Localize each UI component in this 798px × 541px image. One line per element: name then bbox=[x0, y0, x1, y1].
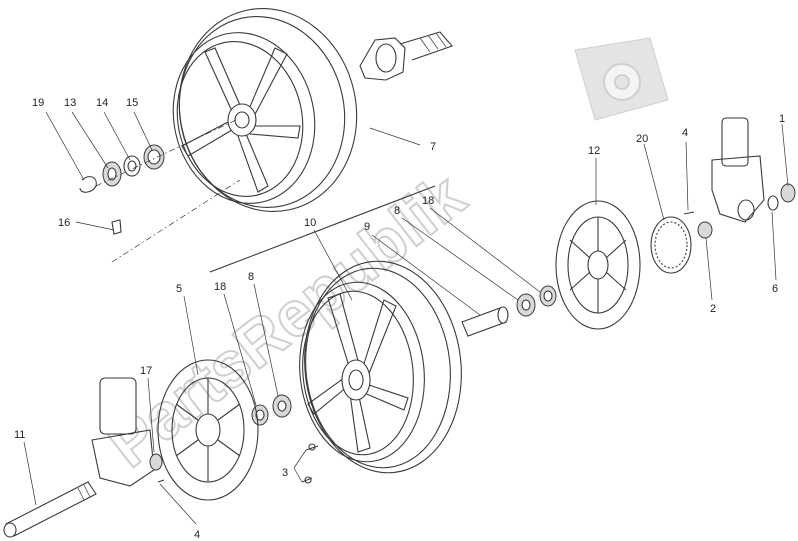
callout-9: 9 bbox=[364, 221, 370, 233]
sprocket bbox=[650, 216, 692, 274]
callout-3: 3 bbox=[282, 467, 288, 479]
circlip-19 bbox=[79, 176, 97, 193]
callout-20: 20 bbox=[636, 133, 648, 145]
rear-hub-carrier bbox=[359, 31, 453, 81]
callout-16: 16 bbox=[58, 217, 70, 229]
callout-1: 1 bbox=[779, 113, 785, 125]
callout-15: 15 bbox=[126, 97, 138, 109]
callout-8-top: 8 bbox=[394, 205, 400, 217]
watermark-text: PartsRepublik bbox=[94, 159, 478, 481]
callout-13: 13 bbox=[64, 97, 76, 109]
leader-lines bbox=[23, 111, 789, 525]
callout-11: 11 bbox=[14, 429, 25, 441]
callout-18-bottom: 18 bbox=[214, 281, 226, 293]
bolts-3 bbox=[301, 443, 319, 484]
front-wheel bbox=[299, 260, 462, 474]
brake-disc-right bbox=[555, 200, 641, 330]
cap-1 bbox=[780, 183, 796, 203]
front-right-parts bbox=[461, 285, 557, 337]
callout-19: 19 bbox=[32, 97, 44, 109]
callout-8-bottom: 8 bbox=[248, 271, 254, 283]
washer-14 bbox=[123, 155, 141, 177]
washer-6 bbox=[767, 195, 779, 211]
spacer-17 bbox=[149, 453, 163, 471]
callout-4-top: 4 bbox=[682, 127, 688, 139]
callout-17: 17 bbox=[140, 365, 152, 377]
watermark-gear-flag-icon bbox=[574, 37, 669, 121]
bolt-4b bbox=[157, 479, 165, 483]
callout-7: 7 bbox=[430, 141, 436, 153]
valve-16 bbox=[111, 219, 122, 235]
callout-18-top: 18 bbox=[422, 195, 434, 207]
right-fork-leg bbox=[683, 117, 796, 239]
callout-10: 10 bbox=[304, 217, 316, 229]
callout-2: 2 bbox=[710, 303, 716, 315]
section-divider bbox=[209, 185, 436, 273]
callout-5: 5 bbox=[176, 283, 182, 295]
callout-14: 14 bbox=[96, 97, 108, 109]
callout-labels: 19 13 14 15 16 7 10 9 8 18 12 20 4 1 2 6… bbox=[14, 97, 785, 541]
callout-6: 6 bbox=[772, 283, 778, 295]
rear-wheel bbox=[172, 8, 358, 212]
callout-4-bottom: 4 bbox=[194, 529, 200, 541]
front-axle bbox=[3, 481, 97, 538]
rear-small-parts bbox=[79, 119, 241, 263]
callout-12: 12 bbox=[588, 145, 600, 157]
watermark: PartsRepublik bbox=[93, 37, 669, 482]
bush-2 bbox=[697, 221, 713, 239]
left-fork-leg bbox=[91, 377, 165, 487]
brake-disc-left bbox=[157, 359, 259, 501]
bolt-4 bbox=[683, 211, 695, 215]
